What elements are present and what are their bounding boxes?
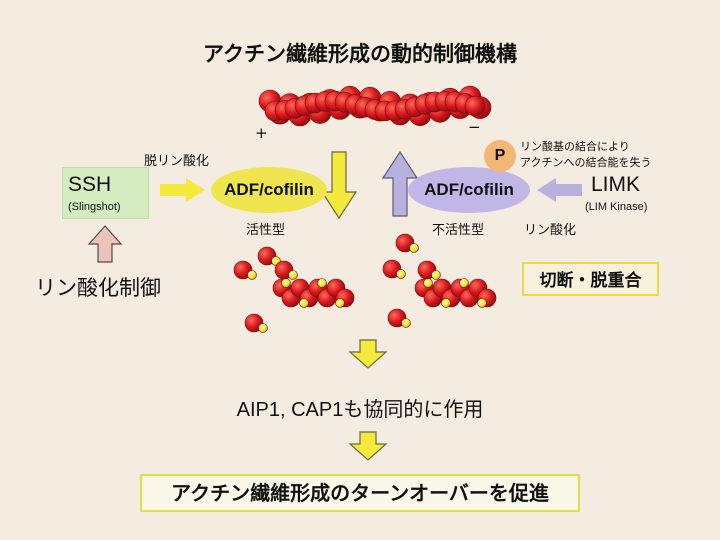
- cofilin-molecule: [288, 270, 298, 280]
- arrow-down-to-cooperation: [348, 339, 388, 369]
- cofilin-molecule: [396, 269, 406, 279]
- adf-active-state: 活性型: [246, 223, 286, 238]
- phosphorylation-regulation-label: リン酸化制御: [35, 276, 161, 300]
- cofilin-molecule: [477, 298, 487, 308]
- adf-active-label: ADF/cofilin: [224, 180, 314, 199]
- dephosphorylation-label: 脱リン酸化: [144, 154, 210, 169]
- diagram-title: アクチン繊維形成の動的制御機構: [203, 42, 517, 66]
- arrow-up-regulation: [87, 225, 123, 263]
- arrow-down-to-conclusion: [348, 431, 388, 461]
- adf-cofilin-inactive: ADF/cofilin: [408, 167, 530, 213]
- cofilin-molecule: [335, 298, 345, 308]
- ssh-subtitle: (Slingshot): [68, 201, 121, 213]
- phosphate-note-line1: リン酸基の結合により: [520, 140, 630, 153]
- adf-inactive-state: 不活性型: [432, 223, 485, 238]
- adf-inactive-label: ADF/cofilin: [424, 180, 514, 199]
- cofilin-molecule: [431, 270, 441, 280]
- cofilin-molecule: [247, 270, 257, 280]
- cofilin-molecule: [258, 323, 268, 333]
- phosphorylation-label: リン酸化: [524, 223, 577, 238]
- severed-actin-fragments: [233, 233, 497, 333]
- ssh-label: SSH: [68, 173, 112, 196]
- cofilin-molecule: [281, 278, 291, 288]
- limk-subtitle: (LIM Kinase): [585, 201, 648, 213]
- cooperation-text: AIP1, CAP1も協同的に作用: [236, 399, 484, 421]
- arrow-up-inactive: [381, 150, 419, 217]
- filament-plus-end: +: [255, 124, 268, 142]
- filament-minus-end: −: [468, 118, 481, 136]
- phosphate-badge: P: [484, 140, 516, 172]
- adf-cofilin-active: ADF/cofilin: [211, 167, 327, 213]
- cofilin-molecule: [423, 278, 433, 288]
- ssh-box: [62, 167, 149, 219]
- actin-subunit: [464, 95, 486, 117]
- phosphate-note-line2: アクチンへの結合能を失う: [520, 156, 652, 169]
- cofilin-molecule: [317, 278, 327, 288]
- arrow-limk-to-adf: [537, 178, 582, 202]
- arrow-down-severing: [320, 151, 358, 220]
- cofilin-molecule: [441, 298, 451, 308]
- actin-filament-main: [258, 85, 492, 127]
- cofilin-molecule: [459, 278, 469, 288]
- limk-label: LIMK: [591, 173, 641, 196]
- severing-label-box: 切断・脱重合: [522, 262, 659, 296]
- conclusion-box: アクチン繊維形成のターンオーバーを促進: [140, 474, 580, 512]
- cofilin-molecule: [401, 318, 411, 328]
- arrow-ssh-to-adf: [160, 178, 205, 202]
- cofilin-molecule: [299, 298, 309, 308]
- cofilin-molecule: [409, 243, 419, 253]
